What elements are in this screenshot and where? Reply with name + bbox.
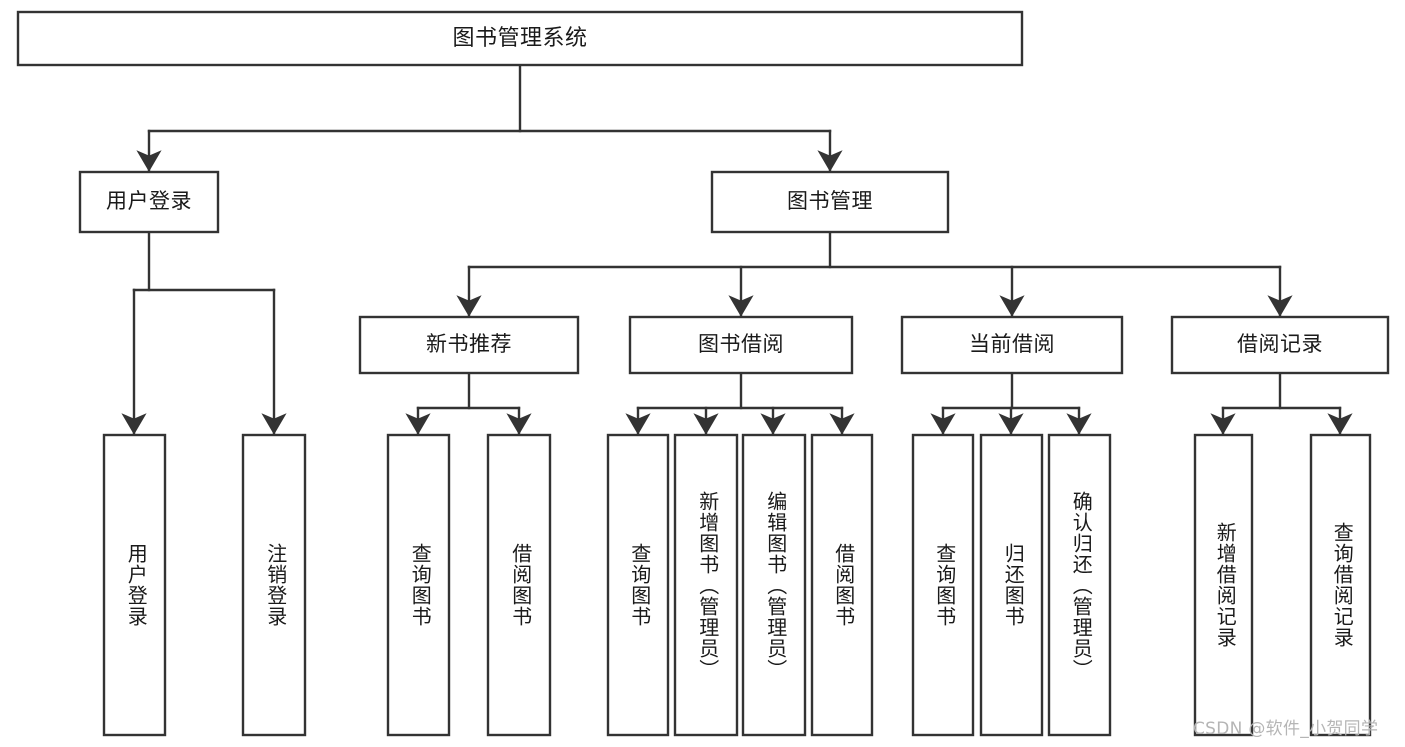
node-leaf-add-record[interactable] — [1193, 433, 1254, 737]
node-leaf-query-book-3[interactable] — [911, 433, 975, 737]
node-new-book-recommend[interactable] — [358, 315, 580, 375]
connector-group-root — [136, 63, 843, 172]
node-leaf-query-book-1[interactable] — [386, 433, 451, 737]
node-leaf-user-login[interactable] — [102, 433, 167, 737]
node-leaf-add-book[interactable] — [673, 433, 739, 737]
node-user-login[interactable] — [78, 170, 220, 234]
connector-group-current-borrow — [930, 371, 1092, 435]
node-root[interactable] — [16, 10, 1024, 67]
watermark-text: CSDN @软件_小贺同学 — [1193, 719, 1379, 739]
node-book-manage[interactable] — [710, 170, 950, 234]
node-leaf-borrow-book-1[interactable] — [486, 433, 552, 737]
node-leaf-query-record[interactable] — [1309, 433, 1372, 737]
node-leaf-edit-book[interactable] — [741, 433, 807, 737]
node-leaf-borrow-book-2[interactable] — [810, 433, 874, 737]
node-leaf-return-book[interactable] — [979, 433, 1044, 737]
connector-group-book-manage — [456, 230, 1293, 317]
node-leaf-confirm-return[interactable] — [1047, 433, 1112, 737]
connector-group-new-book-recommend — [405, 371, 532, 435]
node-leaf-query-book-2[interactable] — [606, 433, 670, 737]
node-borrow-record[interactable] — [1170, 315, 1390, 375]
connector-group-borrow-record — [1210, 371, 1353, 435]
node-current-borrow[interactable] — [900, 315, 1124, 375]
connector-group-user-login — [121, 230, 287, 435]
node-leaf-user-logout[interactable] — [241, 433, 307, 737]
node-book-borrow[interactable] — [628, 315, 854, 375]
connector-group-book-borrow — [625, 371, 855, 435]
